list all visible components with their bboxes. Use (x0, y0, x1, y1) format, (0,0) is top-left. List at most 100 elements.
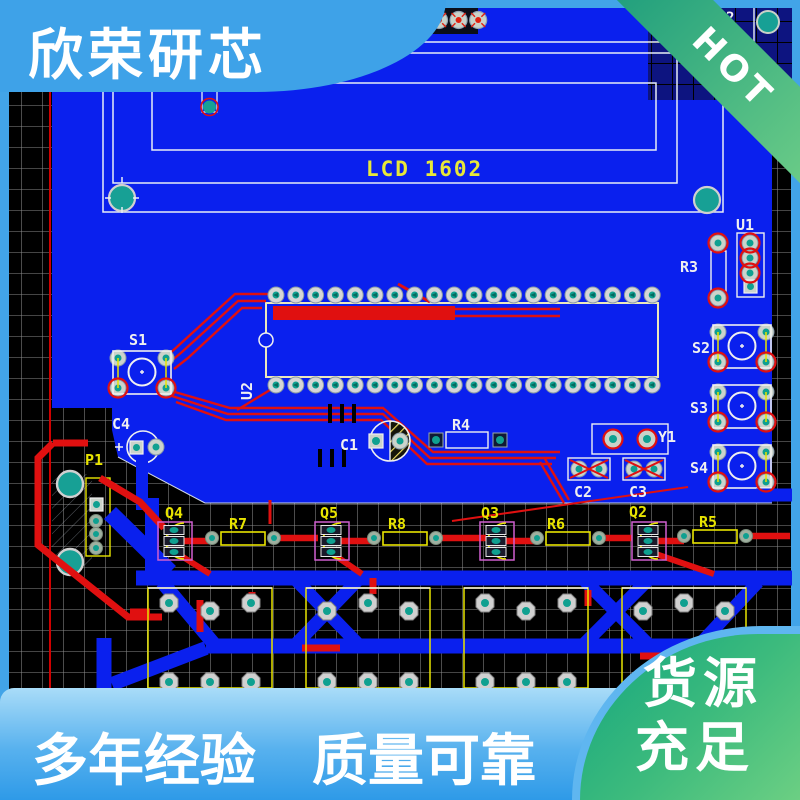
pad (429, 531, 443, 545)
pad (449, 10, 468, 30)
pad (406, 376, 424, 394)
pad (267, 376, 285, 394)
pad (485, 286, 503, 304)
via-pad (756, 10, 780, 34)
pad (346, 376, 364, 394)
label-u1: U1 (736, 216, 754, 234)
component-r6 (545, 531, 591, 546)
pad (739, 529, 753, 543)
pad (445, 376, 463, 394)
component-c1 (368, 420, 411, 462)
label-r5: R5 (699, 513, 717, 531)
component-c3 (622, 457, 666, 481)
label-r7: R7 (229, 515, 247, 533)
label-r4: R4 (452, 416, 470, 434)
label-y1: Y1 (658, 428, 676, 446)
label-q4: Q4 (165, 504, 183, 522)
pad (557, 593, 577, 613)
component-u2 (258, 282, 659, 378)
pad (406, 286, 424, 304)
pad (505, 286, 523, 304)
component-r3 (709, 234, 727, 307)
label-c3: C3 (629, 483, 647, 501)
pad (307, 376, 325, 394)
pad (524, 286, 542, 304)
stock-box-line2: 充足 (635, 715, 755, 779)
pad (326, 286, 344, 304)
pad (584, 376, 602, 394)
label-s3: S3 (690, 399, 708, 417)
component-r7 (220, 531, 266, 546)
pad (604, 286, 622, 304)
pad (386, 286, 404, 304)
component-c2 (567, 457, 611, 481)
pad (307, 286, 325, 304)
label-s1: S1 (129, 331, 147, 349)
lcd-title: LCD 1602 (366, 157, 483, 181)
pad (633, 601, 653, 621)
pad (564, 286, 582, 304)
stock-box-line1: 货源 (643, 652, 763, 715)
pad (524, 376, 542, 394)
pad (544, 286, 562, 304)
pad (584, 286, 602, 304)
component-r4 (428, 431, 508, 449)
pad (287, 286, 305, 304)
pad (592, 531, 606, 545)
component-r8 (382, 531, 428, 546)
pin-pad (200, 89, 219, 117)
pad (445, 286, 463, 304)
label-r3: R3 (680, 258, 698, 276)
pad (267, 286, 285, 304)
pad (674, 593, 694, 613)
pad (564, 376, 582, 394)
pad (623, 376, 641, 394)
pad (326, 376, 344, 394)
pad (346, 286, 364, 304)
pad (200, 601, 220, 621)
label-u2: U2 (238, 382, 256, 400)
label-q3: Q3 (481, 504, 499, 522)
label-p1: P1 (85, 451, 103, 469)
pad (475, 593, 495, 613)
pad (465, 376, 483, 394)
pad (677, 529, 691, 543)
pad (604, 376, 622, 394)
brand-name: 欣荣研芯 (28, 23, 269, 87)
pad (465, 286, 483, 304)
pad (643, 376, 661, 394)
label-c1: C1 (340, 436, 358, 454)
label-q2: Q2 (629, 503, 647, 521)
label-q5: Q5 (320, 504, 338, 522)
pad (317, 601, 337, 621)
component-c4 (115, 430, 165, 464)
silkscreen-labels: LCD 1602 U1 R3 S2 S3 S4 Y1 S1 C4 C1 R4 C… (85, 10, 754, 533)
trace-tick-marks (318, 404, 356, 467)
component-r5 (692, 529, 738, 544)
pad (643, 286, 661, 304)
trace-red-bundle (167, 292, 571, 504)
component-p1 (52, 469, 111, 577)
label-c4: C4 (112, 415, 130, 433)
pad (516, 601, 536, 621)
pad (287, 376, 305, 394)
bottom-banner-text: 多年经验 质量可靠 (32, 729, 536, 794)
label-s2: S2 (692, 339, 710, 357)
pad (715, 601, 735, 621)
pad (358, 593, 378, 613)
pad (485, 376, 503, 394)
pad (366, 376, 384, 394)
pad (469, 10, 488, 30)
stock-box: 货源 充足 (580, 634, 800, 800)
pad (425, 286, 443, 304)
pad (425, 376, 443, 394)
pad (505, 376, 523, 394)
label-c2: C2 (574, 483, 592, 501)
pad (530, 531, 544, 545)
pad (367, 531, 381, 545)
pad (386, 376, 404, 394)
label-s4: S4 (690, 459, 708, 477)
pad (399, 601, 419, 621)
label-r6: R6 (547, 515, 565, 533)
